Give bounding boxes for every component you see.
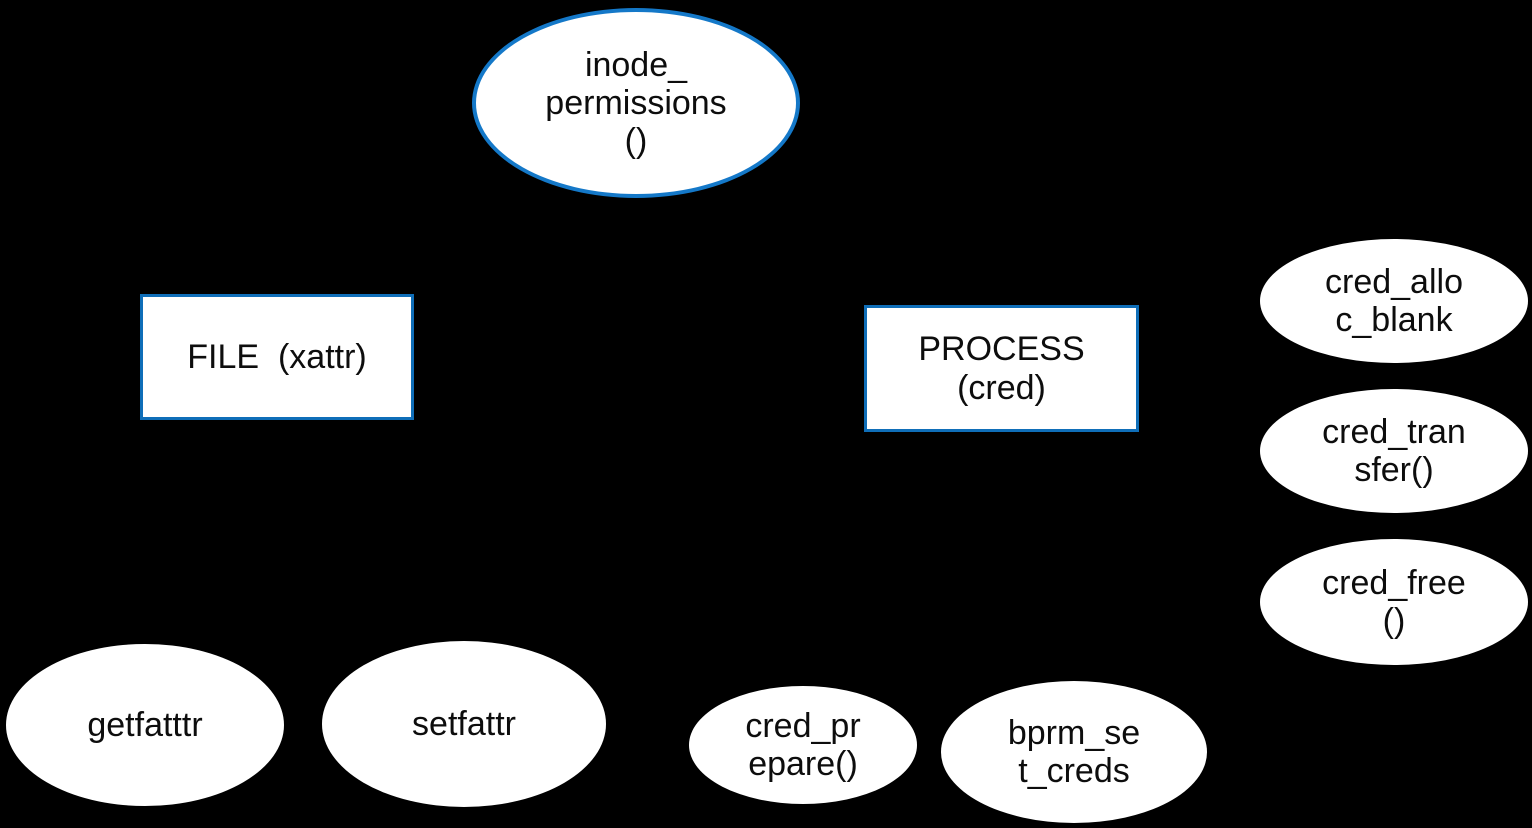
node-cred-alloc-blank: cred_allo c_blank: [1260, 239, 1528, 363]
node-getfatttr: getfatttr: [6, 644, 284, 806]
node-label: FILE (xattr): [187, 337, 367, 376]
node-label: cred_allo c_blank: [1325, 262, 1463, 339]
node-bprm-set-creds: bprm_se t_creds: [941, 681, 1207, 823]
node-inode-permissions: inode_ permissions (): [472, 8, 800, 198]
node-label: cred_tran sfer(): [1322, 412, 1466, 489]
node-label: getfatttr: [87, 705, 203, 744]
node-label: bprm_se t_creds: [1007, 713, 1141, 790]
node-label: inode_ permissions (): [545, 45, 727, 161]
node-cred-prepare: cred_pr epare(): [689, 686, 917, 804]
node-file-xattr: FILE (xattr): [140, 294, 414, 420]
node-cred-transfer: cred_tran sfer(): [1260, 389, 1528, 513]
node-process-cred: PROCESS (cred): [864, 305, 1139, 432]
node-label: cred_pr epare(): [745, 706, 861, 783]
node-label: setfattr: [412, 704, 516, 743]
node-label: PROCESS (cred): [918, 330, 1085, 407]
node-cred-free: cred_free (): [1260, 539, 1528, 665]
node-setfattr: setfattr: [322, 641, 606, 807]
node-label: cred_free (): [1322, 563, 1466, 640]
